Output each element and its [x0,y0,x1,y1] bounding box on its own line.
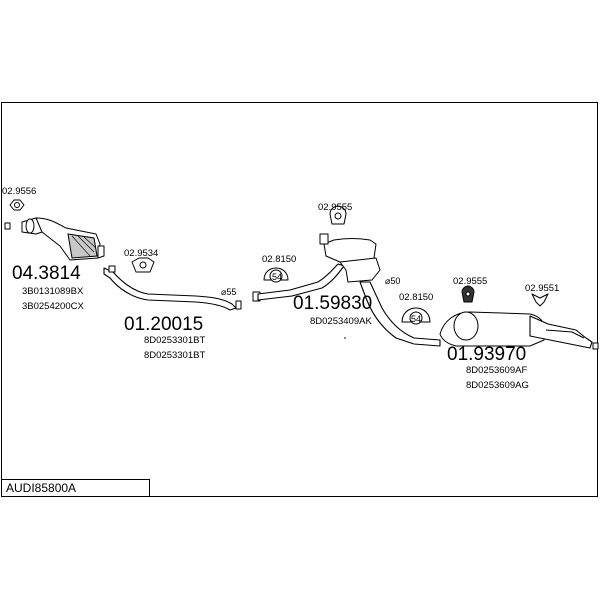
part-number: 01.93970 [447,344,526,365]
hanger-02-9555-rear [461,285,475,303]
bracket-02-9551 [531,293,549,307]
part-number: 01.20015 [124,314,203,335]
part-ref: 8D0253609AF [466,365,527,376]
part-ref: 3B0254200CX [22,301,84,312]
pipe-diameter: ⌀50 [385,276,400,286]
hanger-02-8150-front [263,267,289,283]
accessory-code: 02.9555 [318,202,352,213]
diagram-frame [1,102,598,497]
part-ref: 8D0253609AG [466,380,529,391]
accessory-code: 02.8150 [399,292,433,303]
accessory-badge: 54 [272,272,282,282]
center-muffler [252,233,441,347]
catalog-code: AUDI85800A [6,481,77,495]
part-ref: 8D0253409AK [310,316,372,327]
accessory-code: 02.8150 [262,254,296,265]
part-ref: 3B0131089BX [22,286,84,297]
catalytic-converter [4,217,105,261]
pipe-diameter: ⌀55 [221,287,236,297]
accessory-code: 02.9534 [124,248,158,259]
accessory-badge: 54 [411,314,421,324]
front-pipe [103,267,242,311]
hanger-02-9555-front [329,205,347,225]
gasket-02-9534 [131,257,155,273]
rear-muffler [439,311,599,350]
part-number: 01.59830 [293,293,372,314]
part-ref: 8D0253301BT [144,335,205,346]
accessory-code: 02.9555 [453,276,487,287]
accessory-code: 02.9556 [2,186,36,197]
part-ref: 8D0253301BT [144,350,205,361]
marker-dot [344,337,346,339]
gasket-02-9556 [9,199,25,211]
accessory-code: 02.9551 [525,283,559,294]
flange-front-pipe [108,265,116,273]
hanger-02-8150-rear [401,307,431,325]
part-number: 04.3814 [12,263,81,284]
catalog-code-box: AUDI85800A [1,479,150,497]
